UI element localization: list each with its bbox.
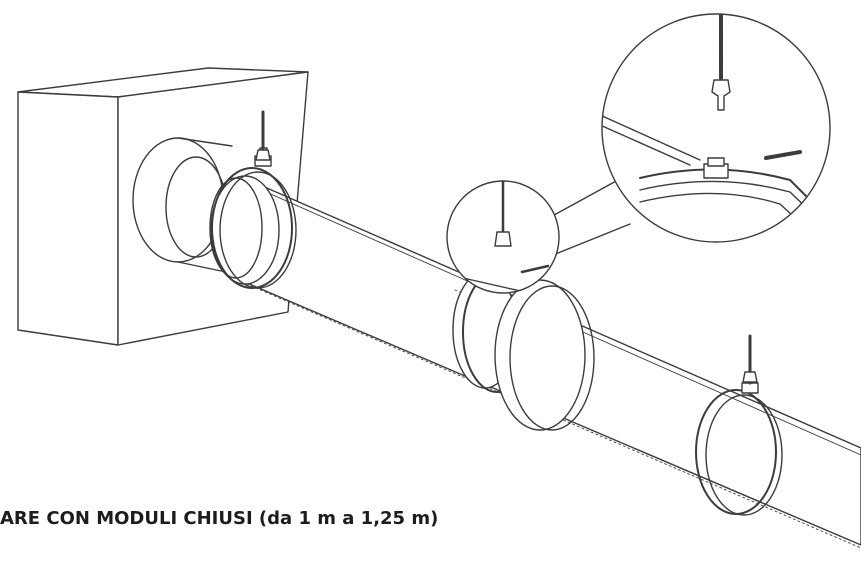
clamp-middle-joint <box>452 269 595 431</box>
detail-circle-large <box>601 13 831 243</box>
clamp-right <box>695 382 783 516</box>
threaded-rod-right <box>742 334 758 385</box>
threaded-rod-left <box>255 110 271 161</box>
detail-connector-lines <box>544 179 631 256</box>
box-collar <box>132 137 233 273</box>
figure-caption: ARE CON MODULI CHIUSI (da 1 m a 1,25 m) <box>0 508 439 529</box>
